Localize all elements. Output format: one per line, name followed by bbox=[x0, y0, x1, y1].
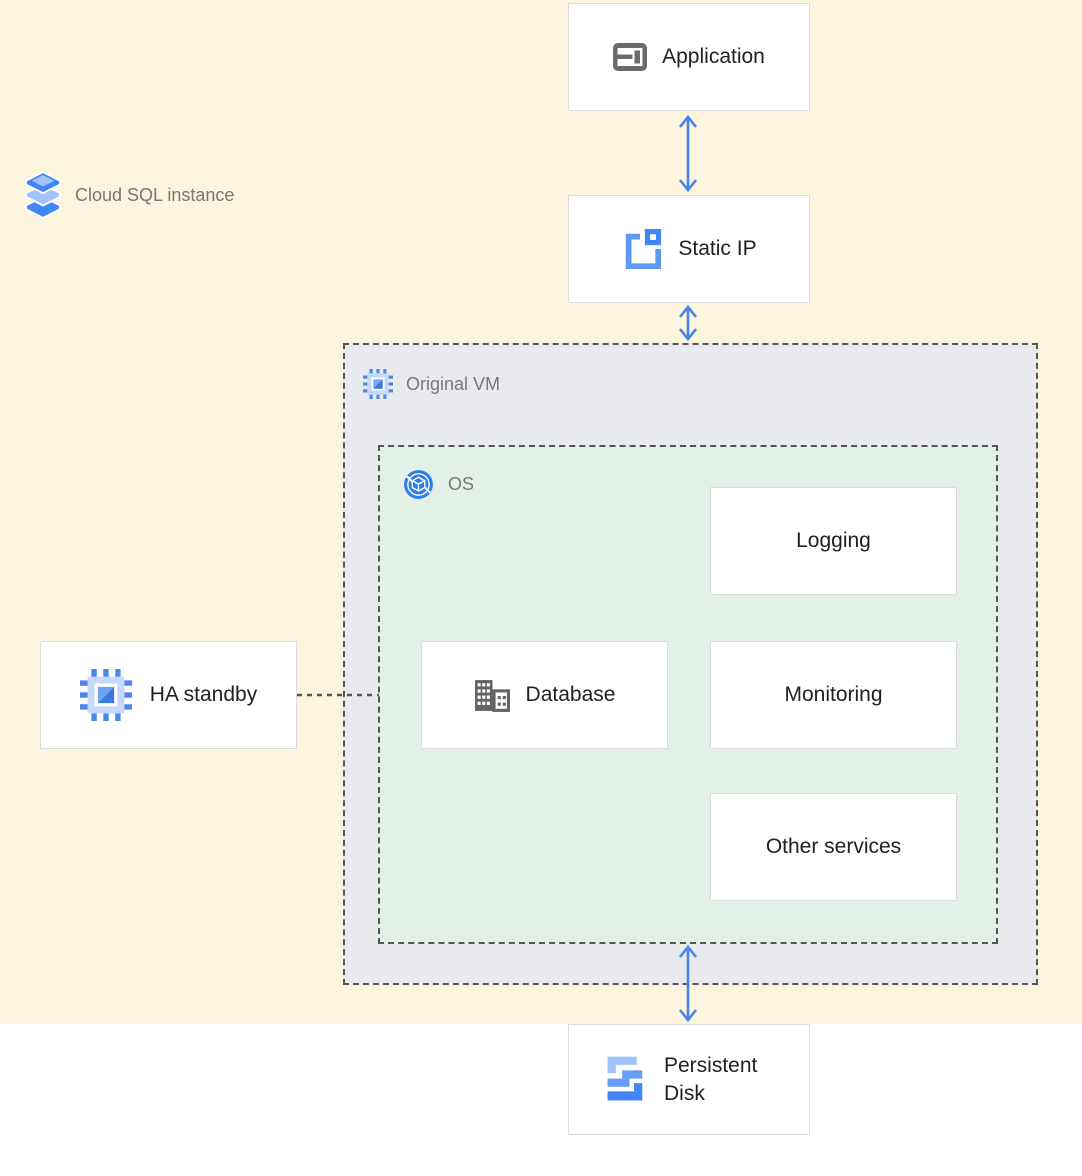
compute-engine-icon bbox=[79, 669, 132, 721]
other-services-node: Other services bbox=[710, 793, 957, 901]
persistent-disk-node: Persistent Disk bbox=[568, 1024, 810, 1135]
monitoring-label: Monitoring bbox=[784, 683, 883, 706]
database-label: Database bbox=[525, 683, 616, 706]
persistent-disk-label: Persistent Disk bbox=[664, 1053, 758, 1105]
original-vm-label-row: Original VM bbox=[363, 369, 500, 399]
logging-node: Logging bbox=[710, 487, 957, 595]
compute-engine-icon bbox=[363, 369, 393, 399]
database-icon bbox=[474, 679, 510, 712]
other-services-label: Other services bbox=[765, 835, 902, 858]
application-label: Application bbox=[662, 45, 765, 68]
logging-label: Logging bbox=[796, 529, 871, 552]
cloud-sql-icon bbox=[24, 172, 62, 218]
persistent-disk-icon bbox=[607, 1056, 643, 1101]
os-label: OS bbox=[448, 474, 475, 494]
application-node: Application bbox=[568, 3, 810, 111]
application-icon bbox=[613, 43, 648, 71]
ha-standby-label: HA standby bbox=[149, 683, 258, 706]
static-ip-icon bbox=[626, 228, 662, 270]
os-icon bbox=[404, 470, 433, 499]
cloud-sql-instance-label: Cloud SQL instance bbox=[75, 184, 235, 205]
database-node: Database bbox=[421, 641, 668, 749]
static-ip-label: Static IP bbox=[678, 237, 757, 260]
monitoring-node: Monitoring bbox=[710, 641, 957, 749]
cloud-sql-instance-label-row: Cloud SQL instance bbox=[24, 172, 234, 218]
original-vm-label: Original VM bbox=[406, 373, 501, 394]
os-label-row: OS bbox=[402, 468, 474, 501]
static-ip-node: Static IP bbox=[568, 195, 810, 303]
ha-standby-node: HA standby bbox=[40, 641, 297, 749]
